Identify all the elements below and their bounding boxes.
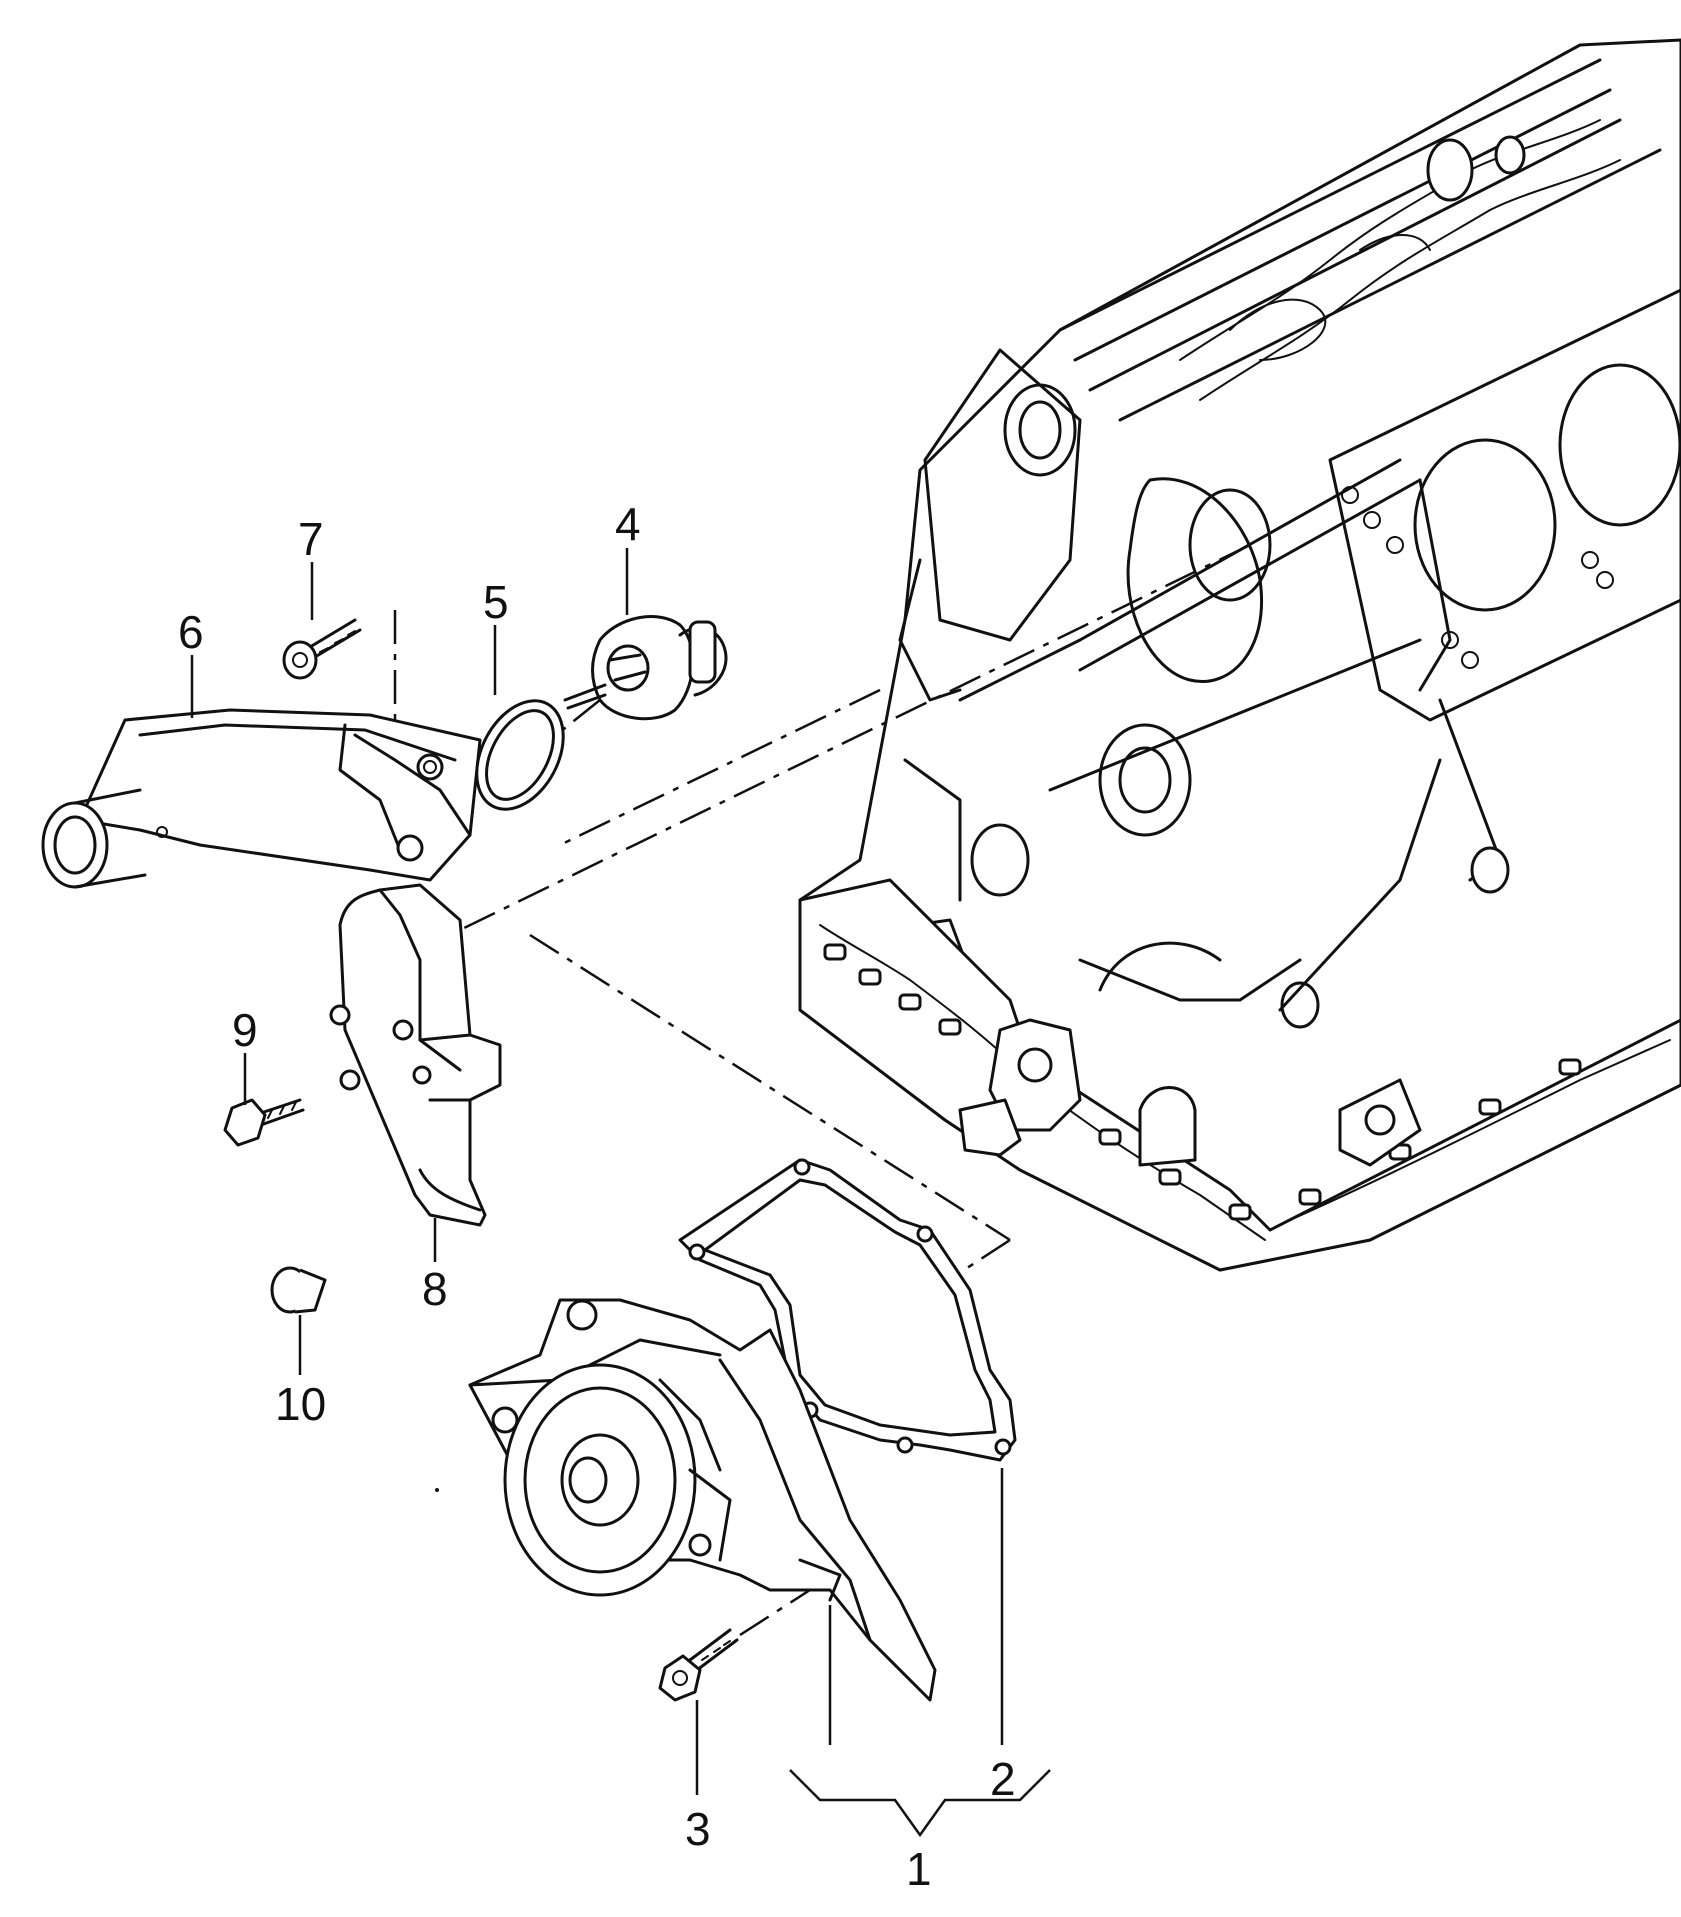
thermostat-part-4	[563, 615, 728, 721]
callout-3: 3	[685, 1803, 711, 1855]
o-ring-part-5	[475, 699, 565, 811]
callout-8: 8	[422, 1263, 448, 1315]
coolant-flange-part-6	[41, 708, 482, 889]
callout-9: 9	[232, 1004, 258, 1056]
engine-block	[798, 38, 1681, 1272]
cover-part-8	[329, 883, 502, 1227]
water-pump	[468, 1298, 937, 1702]
bolt-part-3	[658, 1588, 811, 1702]
leader-lines	[190, 548, 1051, 1838]
bolt-part-7	[282, 618, 362, 680]
callout-7: 7	[298, 513, 324, 565]
callout-2: 2	[990, 1753, 1016, 1805]
callout-labels: 1 2 3 4 5 6 7 8 9 10	[178, 498, 1016, 1895]
plug-part-10	[270, 1266, 327, 1314]
callout-4: 4	[615, 498, 641, 550]
bolt-part-9	[223, 1098, 305, 1147]
callout-10: 10	[275, 1378, 326, 1430]
callout-6: 6	[178, 606, 204, 658]
callout-1: 1	[906, 1843, 932, 1895]
stray-mark	[435, 1488, 439, 1492]
callout-5: 5	[483, 576, 509, 628]
